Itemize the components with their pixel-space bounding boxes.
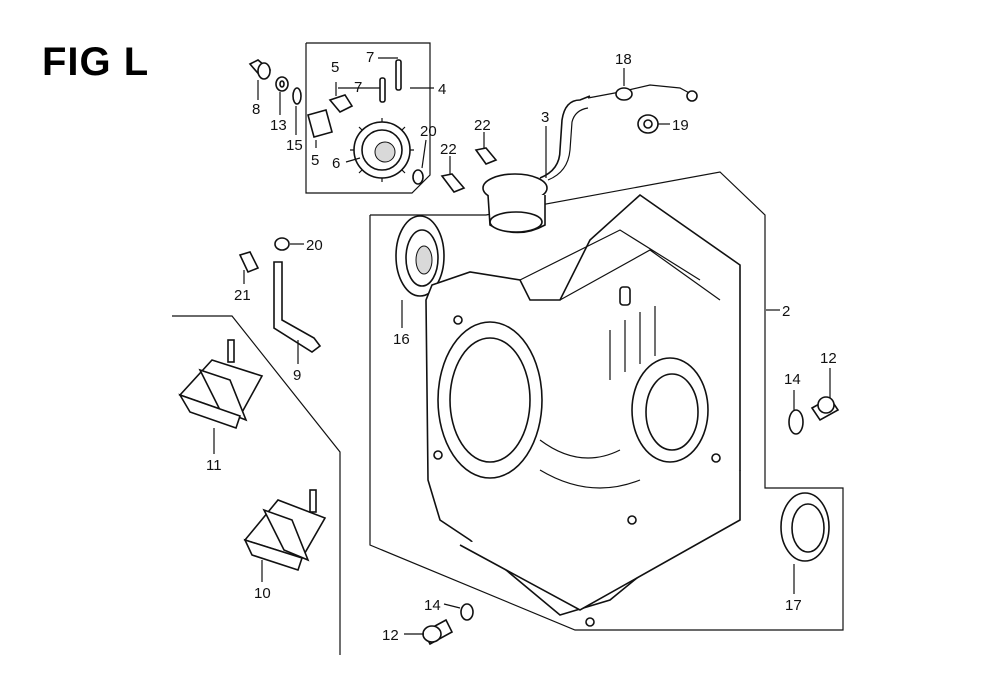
callout-3: 3 (541, 109, 549, 126)
callout-5-top: 5 (331, 59, 339, 76)
callout-2: 2 (782, 303, 790, 320)
callout-9: 9 (293, 367, 301, 384)
bolt-part-22 (440, 147, 498, 193)
callout-4: 4 (438, 81, 446, 98)
washer-part-14-right (788, 409, 804, 435)
washer-part-14-bottom (460, 603, 474, 621)
oil-switch-part-3 (482, 95, 591, 234)
callout-22-top: 22 (474, 117, 491, 134)
governor-gear-part-6 (350, 118, 414, 182)
callout-22-bottom: 22 (440, 141, 457, 158)
callout-14-right: 14 (784, 371, 801, 388)
governor-arm-part-9 (273, 261, 322, 353)
callout-13: 13 (270, 117, 287, 134)
oil-seal-part-17 (780, 492, 830, 562)
callout-19: 19 (672, 117, 689, 134)
callout-5-bottom: 5 (311, 152, 319, 169)
leader-lines (213, 57, 831, 635)
callout-20-left: 20 (306, 237, 323, 254)
washer-part-20-left (274, 237, 290, 251)
callout-10: 10 (254, 585, 271, 602)
seal-part-15 (292, 87, 302, 105)
callout-16: 16 (393, 331, 410, 348)
washer-part-13 (275, 76, 289, 92)
callout-18: 18 (615, 51, 632, 68)
callout-12-bottom: 12 (382, 627, 399, 644)
callout-17: 17 (785, 597, 802, 614)
callout-7-top: 7 (366, 49, 374, 66)
callout-labels: 8 13 15 5 5 7 7 4 6 20 22 22 3 18 19 20 … (206, 49, 837, 644)
callout-14-bottom: 14 (424, 597, 441, 614)
mount-group-outline (172, 315, 341, 655)
callout-7-mid: 7 (354, 79, 362, 96)
crankcase-part-2 (425, 193, 741, 627)
engine-mount-part-11 (178, 339, 264, 430)
wire-part-18 (587, 84, 698, 102)
callout-15: 15 (286, 137, 303, 154)
bolt-part-8 (248, 59, 272, 80)
pin-part-21 (238, 251, 260, 274)
callout-12-right: 12 (820, 350, 837, 367)
engine-mount-part-10 (243, 489, 327, 572)
figure-title: FIG L (42, 40, 150, 84)
bearing-part-16 (395, 215, 445, 297)
callout-20-top: 20 (420, 123, 437, 140)
clip-part-5 (307, 94, 354, 138)
callout-21: 21 (234, 287, 251, 304)
washer-part-20-top (412, 169, 424, 185)
callout-8: 8 (252, 101, 260, 118)
governor-group-outline (305, 42, 431, 194)
callout-6: 6 (332, 155, 340, 172)
grommet-part-19 (637, 114, 659, 134)
crankcase-group-outline (369, 171, 844, 631)
bolt-part-12-bottom (422, 618, 454, 646)
bolt-part-12-right (810, 396, 840, 422)
callout-11: 11 (206, 457, 222, 474)
pin-part-7 (379, 59, 402, 103)
